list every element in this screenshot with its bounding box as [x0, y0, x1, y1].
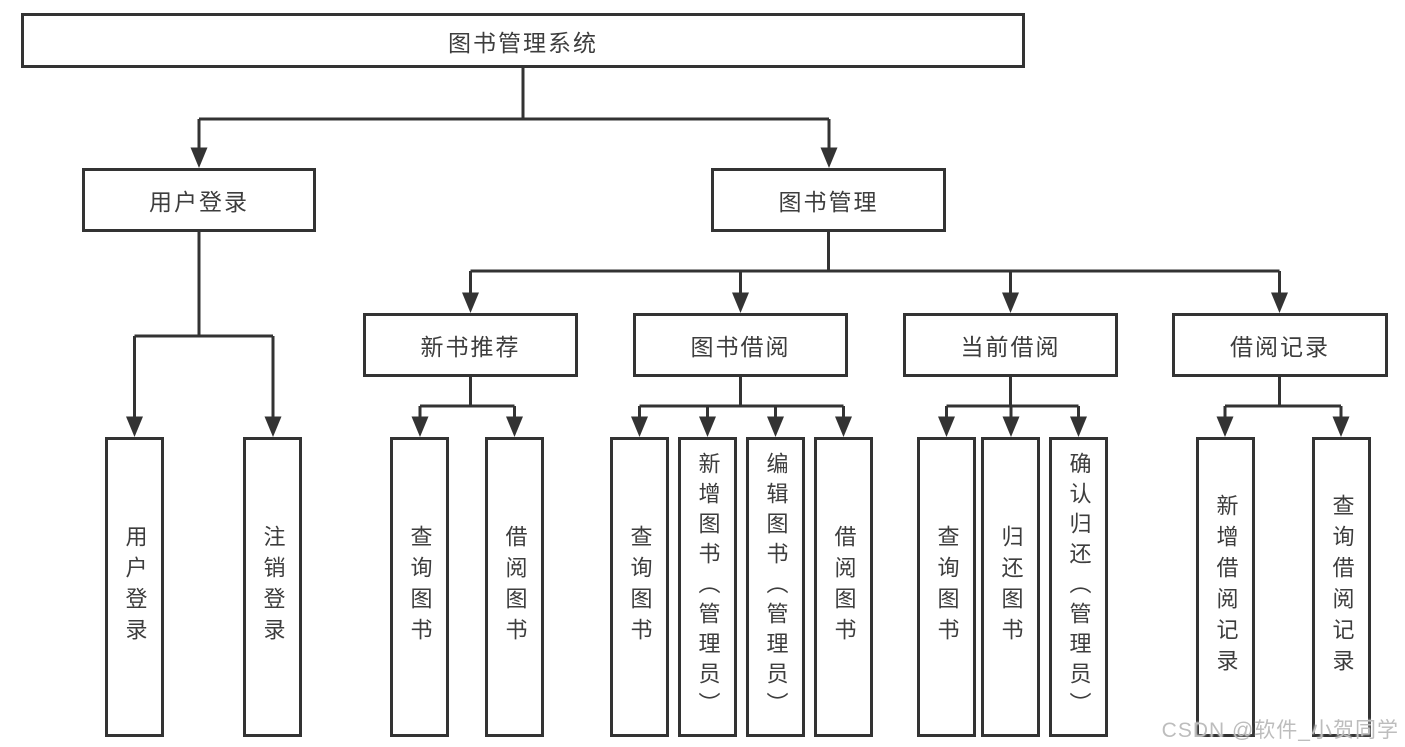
- leaf-borrow-books-2: 借阅图书: [814, 437, 873, 737]
- csdn-watermark: CSDN @软件_小贺同学: [1161, 719, 1399, 742]
- leaf-query-borrow-record-label: 查询借阅记录: [1329, 494, 1355, 680]
- leaf-borrow-books-1-label: 借阅图书: [502, 525, 528, 649]
- leaf-add-borrow-record: 新增借阅记录: [1196, 437, 1255, 737]
- leaf-logout: 注销登录: [243, 437, 302, 737]
- leaf-edit-book-admin-label: 编辑图书（管理员）: [763, 452, 789, 722]
- leaf-query-books-1-label: 查询图书: [407, 525, 433, 649]
- node-book-management: 图书管理: [711, 168, 946, 232]
- connector-book-management: [462, 232, 1288, 313]
- leaf-add-book-admin-label: 新增图书（管理员）: [695, 452, 721, 722]
- connector-current-borrowing: [938, 377, 1087, 437]
- node-current-borrowing: 当前借阅: [903, 313, 1118, 377]
- leaf-edit-book-admin: 编辑图书（管理员）: [746, 437, 805, 737]
- leaf-query-borrow-record: 查询借阅记录: [1312, 437, 1371, 737]
- connector-user-login: [126, 232, 282, 437]
- leaf-user-login: 用户登录: [105, 437, 164, 737]
- leaf-query-books-2: 查询图书: [610, 437, 669, 737]
- connector-borrowing-records: [1216, 377, 1350, 437]
- leaf-query-books-2-label: 查询图书: [627, 525, 653, 649]
- connector-root: [190, 68, 838, 168]
- leaf-borrow-books-1: 借阅图书: [485, 437, 544, 737]
- leaf-return-books: 归还图书: [981, 437, 1040, 737]
- leaf-borrow-books-2-label: 借阅图书: [831, 525, 857, 649]
- connector-new-book-recommend: [411, 377, 523, 437]
- leaf-query-books-3: 查询图书: [917, 437, 976, 737]
- leaf-user-login-label: 用户登录: [122, 525, 148, 649]
- leaf-add-borrow-record-label: 新增借阅记录: [1213, 494, 1239, 680]
- leaf-logout-label: 注销登录: [260, 525, 286, 649]
- leaf-confirm-return-admin-label: 确认归还（管理员）: [1066, 452, 1092, 722]
- leaf-return-books-label: 归还图书: [998, 525, 1024, 649]
- node-new-book-recommend: 新书推荐: [363, 313, 578, 377]
- leaf-confirm-return-admin: 确认归还（管理员）: [1049, 437, 1108, 737]
- leaf-query-books-3-label: 查询图书: [934, 525, 960, 649]
- node-user-login: 用户登录: [82, 168, 316, 232]
- node-book-borrowing: 图书借阅: [633, 313, 848, 377]
- leaf-add-book-admin: 新增图书（管理员）: [678, 437, 737, 737]
- node-borrowing-records: 借阅记录: [1172, 313, 1388, 377]
- leaf-query-books-1: 查询图书: [390, 437, 449, 737]
- node-library-management-system: 图书管理系统: [21, 13, 1025, 68]
- connector-book-borrowing: [631, 377, 852, 437]
